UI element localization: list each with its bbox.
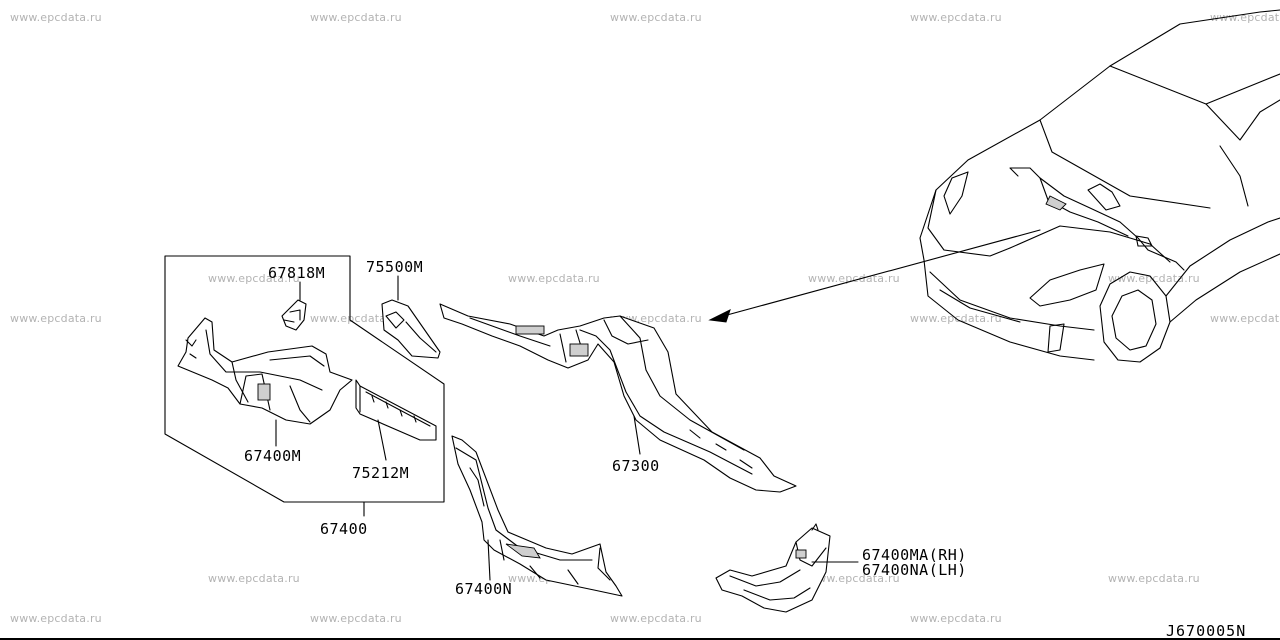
leader-67300 — [633, 415, 641, 455]
watermark: www.epcdata.ru — [10, 312, 102, 325]
watermark: www.epcdata.ru — [610, 612, 702, 625]
watermark: www.epcdata.ru — [508, 272, 600, 285]
part-67818m[interactable] — [281, 299, 307, 331]
watermark: www.epcdata.ru — [808, 572, 900, 585]
watermark: www.epcdata.ru — [808, 272, 900, 285]
label-67400[interactable]: 67400 — [320, 520, 368, 538]
watermark: www.epcdata.ru — [910, 612, 1002, 625]
watermark: www.epcdata.ru — [310, 312, 402, 325]
part-75500m[interactable] — [381, 299, 441, 359]
watermark: www.epcdata.ru — [610, 11, 702, 24]
watermark: www.epcdata.ru — [208, 272, 300, 285]
diagram-code: J670005N — [1166, 622, 1247, 640]
watermark: www.epcdata.ru — [310, 612, 402, 625]
label-67400ma-rh[interactable]: 67400MA(RH) — [862, 546, 967, 564]
watermark: www.epcdata.ru — [10, 11, 102, 24]
label-67400n[interactable]: 67400N — [455, 580, 513, 598]
part-67400ma-na[interactable] — [715, 523, 831, 613]
watermark: www.epcdata.ru — [1108, 572, 1200, 585]
label-67300[interactable]: 67300 — [612, 457, 660, 475]
label-75212m[interactable]: 75212M — [352, 464, 410, 482]
part-67300[interactable] — [439, 303, 797, 493]
label-67400m[interactable]: 67400M — [244, 447, 302, 465]
pointer-arrow — [708, 229, 1041, 323]
label-67818m[interactable]: 67818M — [268, 264, 326, 282]
leader-75212m — [377, 419, 387, 461]
watermark: www.epcdata.ru — [208, 572, 300, 585]
label-75500m[interactable]: 75500M — [366, 258, 424, 276]
watermark: www.epcdata.ru — [10, 612, 102, 625]
leader-67400n — [487, 539, 491, 581]
label-67400na-lh[interactable]: 67400NA(LH) — [862, 561, 967, 579]
watermark: www.epcdata.ru — [310, 11, 402, 24]
watermark: www.epcdata.ru — [1210, 312, 1280, 325]
part-67400m[interactable] — [177, 317, 353, 425]
watermark: www.epcdata.ru — [1210, 11, 1280, 24]
car-illustration — [919, 9, 1280, 363]
part-75212m[interactable] — [355, 379, 437, 441]
watermark: www.epcdata.ru — [910, 11, 1002, 24]
part-67400n[interactable] — [451, 435, 623, 597]
bottom-border — [0, 638, 1280, 640]
